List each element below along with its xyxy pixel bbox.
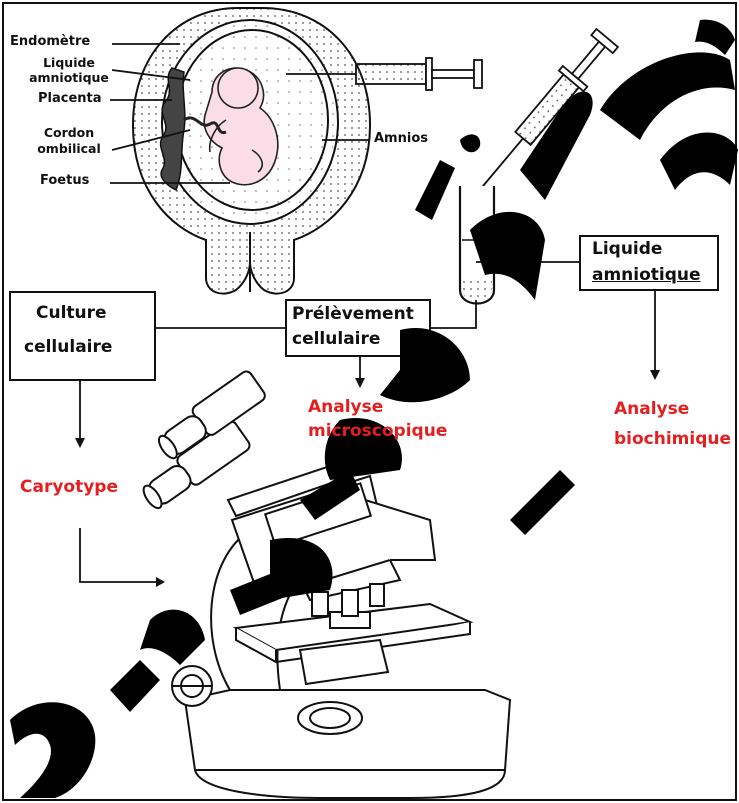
label-liquide-line2: amniotique — [22, 71, 116, 85]
culture-box-line2: cellulaire — [24, 336, 112, 359]
liquide-box-line2: amniotique — [592, 264, 701, 287]
analyse-micro-line1: Analyse — [308, 396, 383, 418]
uterus-illustration — [133, 8, 370, 294]
liquide-box-line1: Liquide — [592, 238, 662, 261]
prelevement-box-line1: Prélèvement — [292, 303, 414, 326]
label-cordon-line2: ombilical — [22, 142, 116, 156]
caryotype-label: Caryotype — [20, 476, 118, 498]
analyse-bio-line2: biochimique — [614, 428, 736, 450]
label-endometre: Endomètre — [10, 35, 90, 49]
label-foetus: Foetus — [40, 174, 89, 188]
analyse-micro-line2: microscopique — [308, 420, 447, 442]
label-placenta: Placenta — [38, 92, 102, 106]
label-amnios: Amnios — [374, 132, 428, 146]
prelevement-box-line2: cellulaire — [292, 328, 380, 351]
label-cordon-line1: Cordon — [22, 126, 116, 140]
culture-box-line1: Culture — [36, 302, 107, 325]
label-liquide-line1: Liquide — [22, 56, 116, 70]
analyse-bio-line1: Analyse — [614, 398, 689, 420]
